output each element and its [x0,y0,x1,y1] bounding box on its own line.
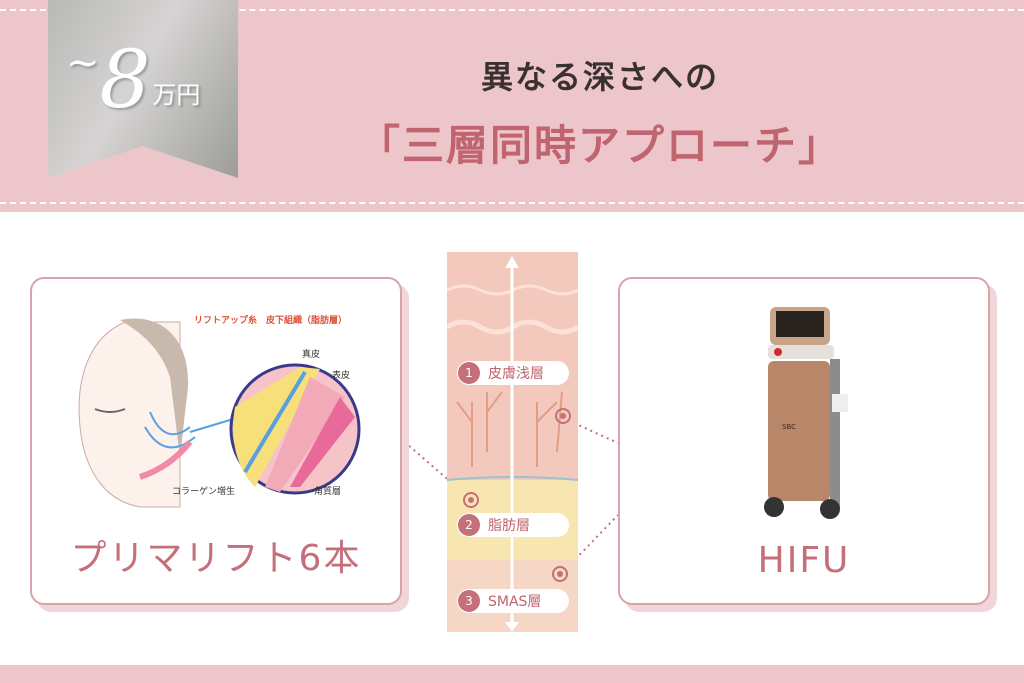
face-thread-illustration [78,318,361,508]
header-banner: ~ 8 万円 異なる深さへの 「三層同時アプローチ」 [0,0,1024,212]
hifu-card: SBC HIFU [618,277,990,605]
callout-subcutaneous: 皮下組織（脂肪層） [266,316,348,326]
hifu-device-image: SBC [764,307,848,519]
callout-stratum-corneum: 角質層 [314,487,342,497]
layer-label: 皮膚浅層 [488,366,544,382]
layer-label: 脂肪層 [488,518,530,534]
callout-collagen: コラーゲン増生 [172,487,236,497]
footer-band [0,665,1024,683]
price-tag: ~ 8 万円 [66,40,200,120]
callout-dermis: 真皮 [302,350,321,360]
callout-epidermis: 表皮 [332,371,351,381]
title-line-2: 「三層同時アプローチ」 [357,121,842,170]
title-line-1: 異なる深さへの [480,58,719,96]
primalift-label: プリマリフト6本 [70,538,362,579]
hifu-label: HIFU [757,540,851,581]
layer-skin-surface: 1 皮膚浅層 [457,361,569,385]
primalift-card: リフトアップ糸 皮下組織（脂肪層） 真皮 表皮 コラーゲン増生 角質層 プリマリ… [30,277,402,605]
price-prefix: ~ [66,40,100,86]
layer-number: 3 [458,590,480,612]
price-unit: 万円 [152,81,201,109]
device-brand-text: SBC [782,423,796,431]
layer-smas: 3 SMAS層 [457,589,569,613]
layer-fat: 2 脂肪層 [457,513,569,537]
dashed-divider [0,9,1024,11]
dashed-divider [0,202,1024,204]
layer-label: SMAS層 [488,594,542,610]
layer-number: 2 [458,514,480,536]
price-number: 8 [99,33,151,126]
layer-number: 1 [458,362,480,384]
skin-layer-diagram: 1 皮膚浅層 2 脂肪層 3 SMAS層 [447,252,578,632]
callout-lift-thread: リフトアップ糸 [194,316,258,326]
